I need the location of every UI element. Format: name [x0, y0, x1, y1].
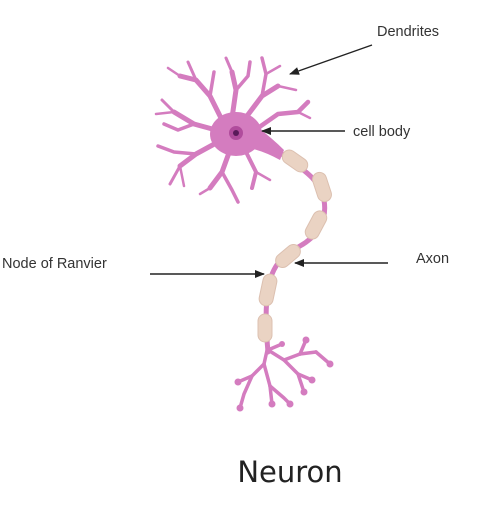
annotation-arrows — [150, 44, 388, 278]
myelin-sheaths — [257, 149, 332, 343]
cell-body-label: cell body — [353, 124, 411, 140]
axon-label: Axon — [416, 251, 449, 267]
labels: Dendrites cell body Node of Ranvier Axon — [2, 24, 449, 272]
synaptic-knobs — [234, 336, 334, 412]
dendrites-arrow — [289, 44, 373, 75]
dendrites-label: Dendrites — [377, 24, 439, 40]
node-of-ranvier-label: Node of Ranvier — [2, 256, 107, 272]
dendrites — [154, 56, 312, 204]
nucleolus — [233, 130, 239, 136]
neuron — [154, 56, 334, 412]
axon-terminals — [236, 338, 332, 410]
diagram-title: Neuron — [237, 455, 342, 489]
